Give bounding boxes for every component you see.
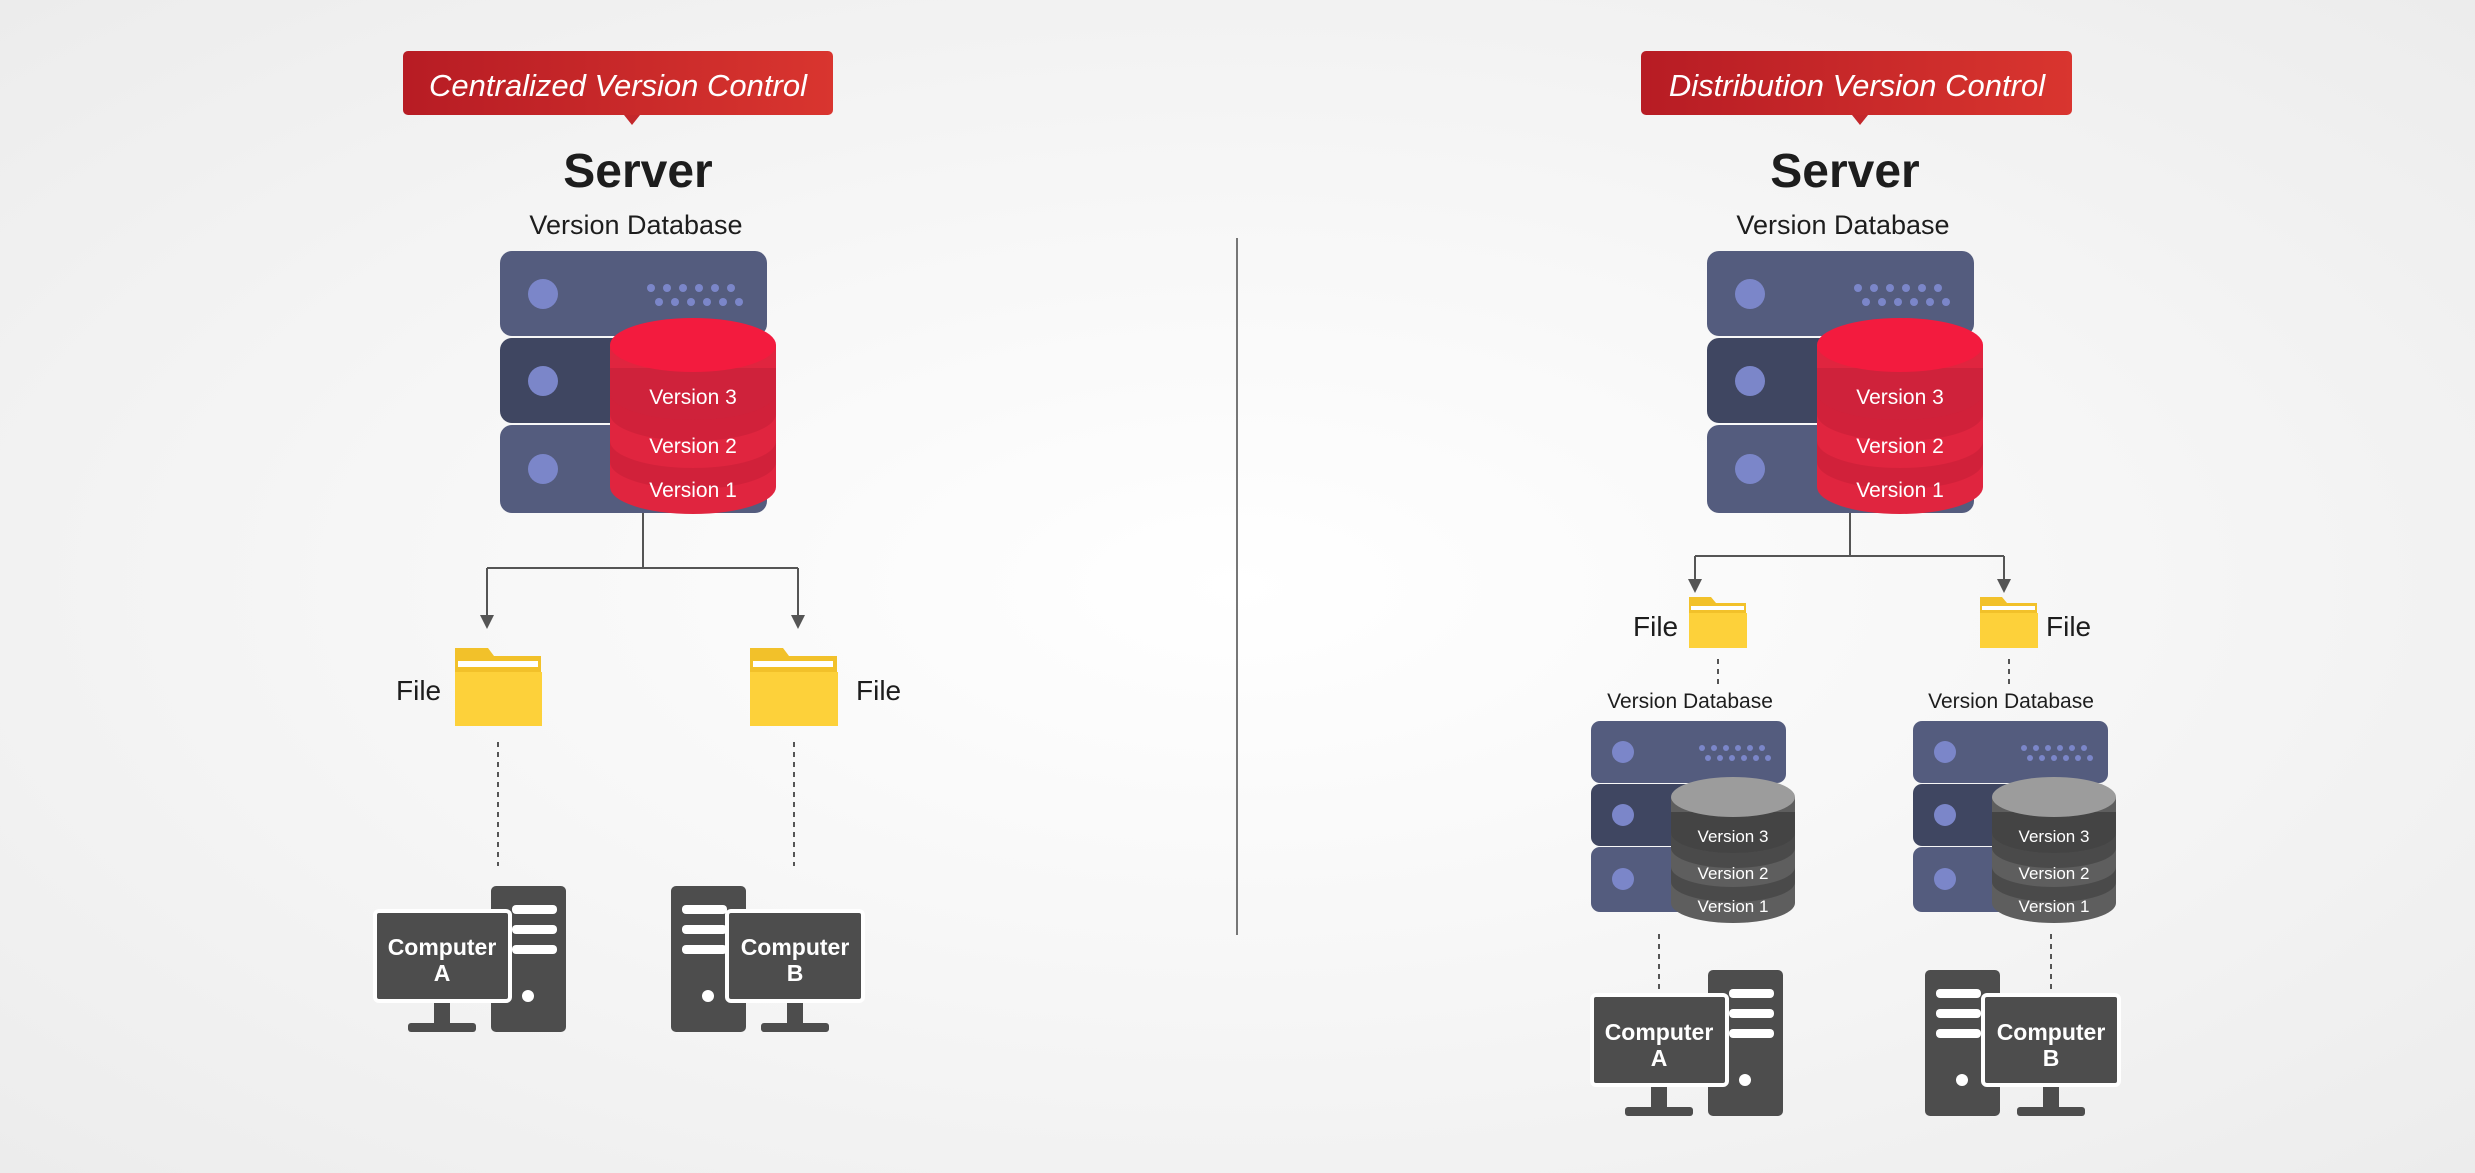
distributed-banner-text: Distribution Version Control bbox=[1669, 68, 2046, 103]
central-server-title: Server bbox=[563, 145, 712, 198]
central-db-label: Version Database bbox=[529, 210, 742, 240]
dist-local-db-label-left: Version Database bbox=[1607, 690, 1773, 713]
centralized-banner: Centralized Version Control bbox=[403, 51, 833, 125]
central-file-right-folder-icon bbox=[750, 648, 838, 726]
central-computer-a-label-1: Computer bbox=[388, 934, 497, 960]
dist-local-left-version-2: Version 2 bbox=[1698, 864, 1769, 883]
dist-file-right-label: File bbox=[2046, 611, 2091, 642]
central-version-2: Version 2 bbox=[649, 435, 737, 458]
central-file-right-label: File bbox=[856, 675, 901, 706]
dist-local-database-right-icon: Version 3 Version 2 Version 1 bbox=[1992, 777, 2116, 923]
central-computer-a-label-2: A bbox=[434, 960, 451, 986]
dist-computer-a-label-2: A bbox=[1651, 1045, 1668, 1071]
dist-connector-lines bbox=[1688, 513, 2011, 593]
central-computer-b-label-1: Computer bbox=[741, 934, 850, 960]
dist-server-title: Server bbox=[1770, 145, 1919, 198]
central-computer-a-icon: Computer A bbox=[373, 886, 566, 1032]
dist-computer-b-label-1: Computer bbox=[1997, 1019, 2106, 1045]
centralized-section: Centralized Version Control Server Versi… bbox=[373, 51, 901, 1032]
central-file-left-folder-icon bbox=[455, 648, 542, 726]
dist-local-database-left-icon: Version 3 Version 2 Version 1 bbox=[1671, 777, 1795, 923]
dist-local-right-version-3: Version 3 bbox=[2019, 827, 2090, 846]
dist-version-3: Version 3 bbox=[1856, 386, 1944, 409]
central-version-database-icon: Version 3 Version 2 Version 1 bbox=[610, 318, 776, 514]
dist-local-left-version-1: Version 1 bbox=[1698, 897, 1769, 916]
dist-local-right-version-2: Version 2 bbox=[2019, 864, 2090, 883]
central-file-left-label: File bbox=[396, 675, 441, 706]
central-computer-b-label-2: B bbox=[787, 960, 804, 986]
distributed-banner: Distribution Version Control bbox=[1641, 51, 2072, 125]
dist-version-1: Version 1 bbox=[1856, 479, 1944, 502]
central-version-3: Version 3 bbox=[649, 386, 737, 409]
dist-computer-b-label-2: B bbox=[2043, 1045, 2060, 1071]
dist-version-database-icon: Version 3 Version 2 Version 1 bbox=[1817, 318, 1983, 514]
dist-computer-b-icon: Computer B bbox=[1925, 970, 2121, 1116]
central-computer-b-icon: Computer B bbox=[671, 886, 865, 1032]
dist-computer-a-icon: Computer A bbox=[1590, 970, 1783, 1116]
distributed-section: Distribution Version Control Server Vers… bbox=[1590, 51, 2121, 1116]
dist-local-db-label-right: Version Database bbox=[1928, 690, 2094, 713]
dist-computer-a-label-1: Computer bbox=[1605, 1019, 1714, 1045]
central-connector-lines bbox=[480, 513, 805, 629]
central-version-1: Version 1 bbox=[649, 479, 737, 502]
dist-file-left-folder-icon bbox=[1689, 597, 1747, 648]
centralized-banner-text: Centralized Version Control bbox=[429, 68, 808, 103]
dist-file-right-folder-icon bbox=[1980, 597, 2038, 648]
dist-local-right-version-1: Version 1 bbox=[2019, 897, 2090, 916]
dist-file-left-label: File bbox=[1633, 611, 1678, 642]
dist-version-2: Version 2 bbox=[1856, 435, 1944, 458]
dist-db-label: Version Database bbox=[1736, 210, 1949, 240]
dist-local-left-version-3: Version 3 bbox=[1698, 827, 1769, 846]
